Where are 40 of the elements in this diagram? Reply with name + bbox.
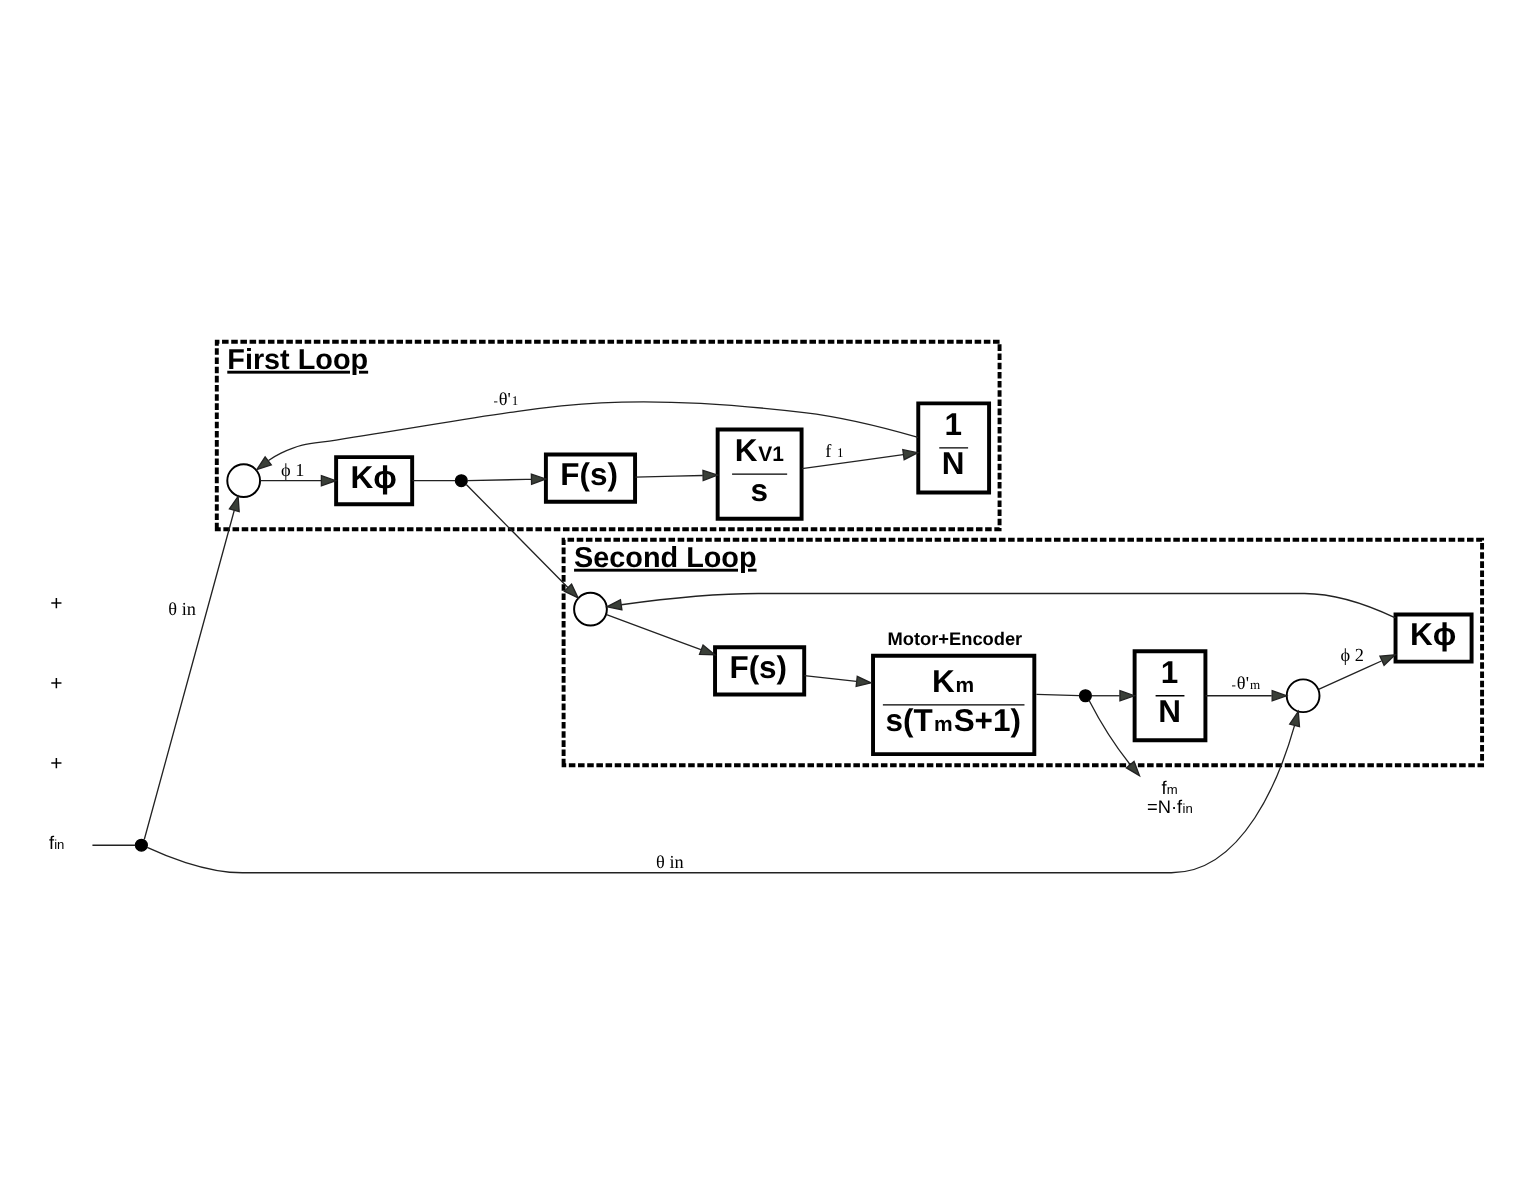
node-box: Kϕ xyxy=(1393,611,1474,663)
node-circle xyxy=(573,590,608,626)
arrow xyxy=(803,673,874,687)
node-label: Motor+Encoder xyxy=(887,627,1023,648)
arrow xyxy=(634,468,720,481)
connector xyxy=(1035,692,1080,696)
arrow xyxy=(605,613,717,655)
edge-label: ϕ 1 xyxy=(281,458,305,479)
edge-label: ϕ 2 xyxy=(1340,643,1364,664)
node-circle xyxy=(226,462,262,498)
arrow xyxy=(259,473,338,486)
arrow xyxy=(604,591,1397,618)
edge-label: θ in xyxy=(168,597,196,618)
label: + xyxy=(50,753,63,776)
arrow xyxy=(143,493,240,840)
arrow xyxy=(1204,688,1289,701)
label: + xyxy=(50,593,63,616)
label: + xyxy=(50,673,63,696)
arrow xyxy=(1088,698,1141,777)
connector xyxy=(91,843,136,845)
arrow xyxy=(255,400,919,470)
node-box: Kϕ xyxy=(334,454,415,506)
node-box: F(s) xyxy=(713,644,807,696)
edge-label: θ in xyxy=(656,850,684,871)
node-box: 1 N xyxy=(1132,648,1208,742)
node-box: KV1 s xyxy=(715,426,804,520)
node-circle xyxy=(454,473,468,487)
connector xyxy=(411,479,456,481)
node-box: F(s) xyxy=(543,451,638,503)
arrow xyxy=(1317,653,1397,689)
arrow xyxy=(146,708,1301,873)
node-circle xyxy=(1078,688,1092,702)
arrow xyxy=(466,472,548,485)
node-circle xyxy=(134,837,148,851)
node-box: 1 N xyxy=(916,400,992,494)
arrow xyxy=(465,482,580,599)
arrow xyxy=(1091,688,1137,701)
node-box: Km s(TmS+1) xyxy=(871,652,1037,756)
node-circle xyxy=(1285,677,1321,713)
arrow xyxy=(801,447,920,469)
